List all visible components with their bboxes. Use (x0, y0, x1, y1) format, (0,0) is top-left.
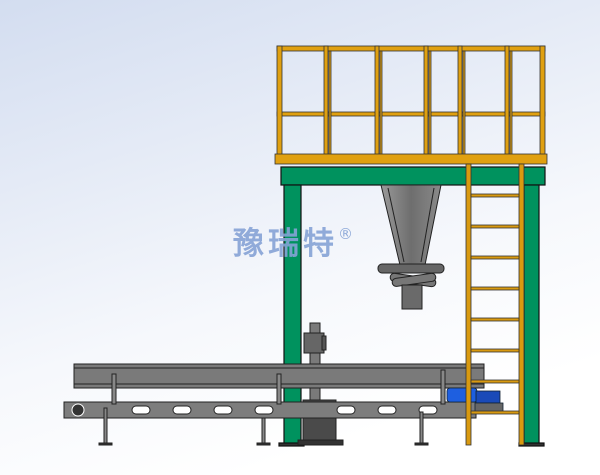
platform-deck (274, 153, 548, 165)
ladder (465, 163, 525, 446)
platform-railing (274, 45, 548, 165)
registered-mark: ® (338, 224, 357, 243)
conveyor (63, 363, 485, 446)
weighing-hopper (377, 184, 445, 310)
brand-watermark: 豫瑞特® (233, 218, 357, 263)
watermark-text: 豫瑞特 (233, 226, 338, 262)
conveyor-roller (71, 403, 85, 417)
